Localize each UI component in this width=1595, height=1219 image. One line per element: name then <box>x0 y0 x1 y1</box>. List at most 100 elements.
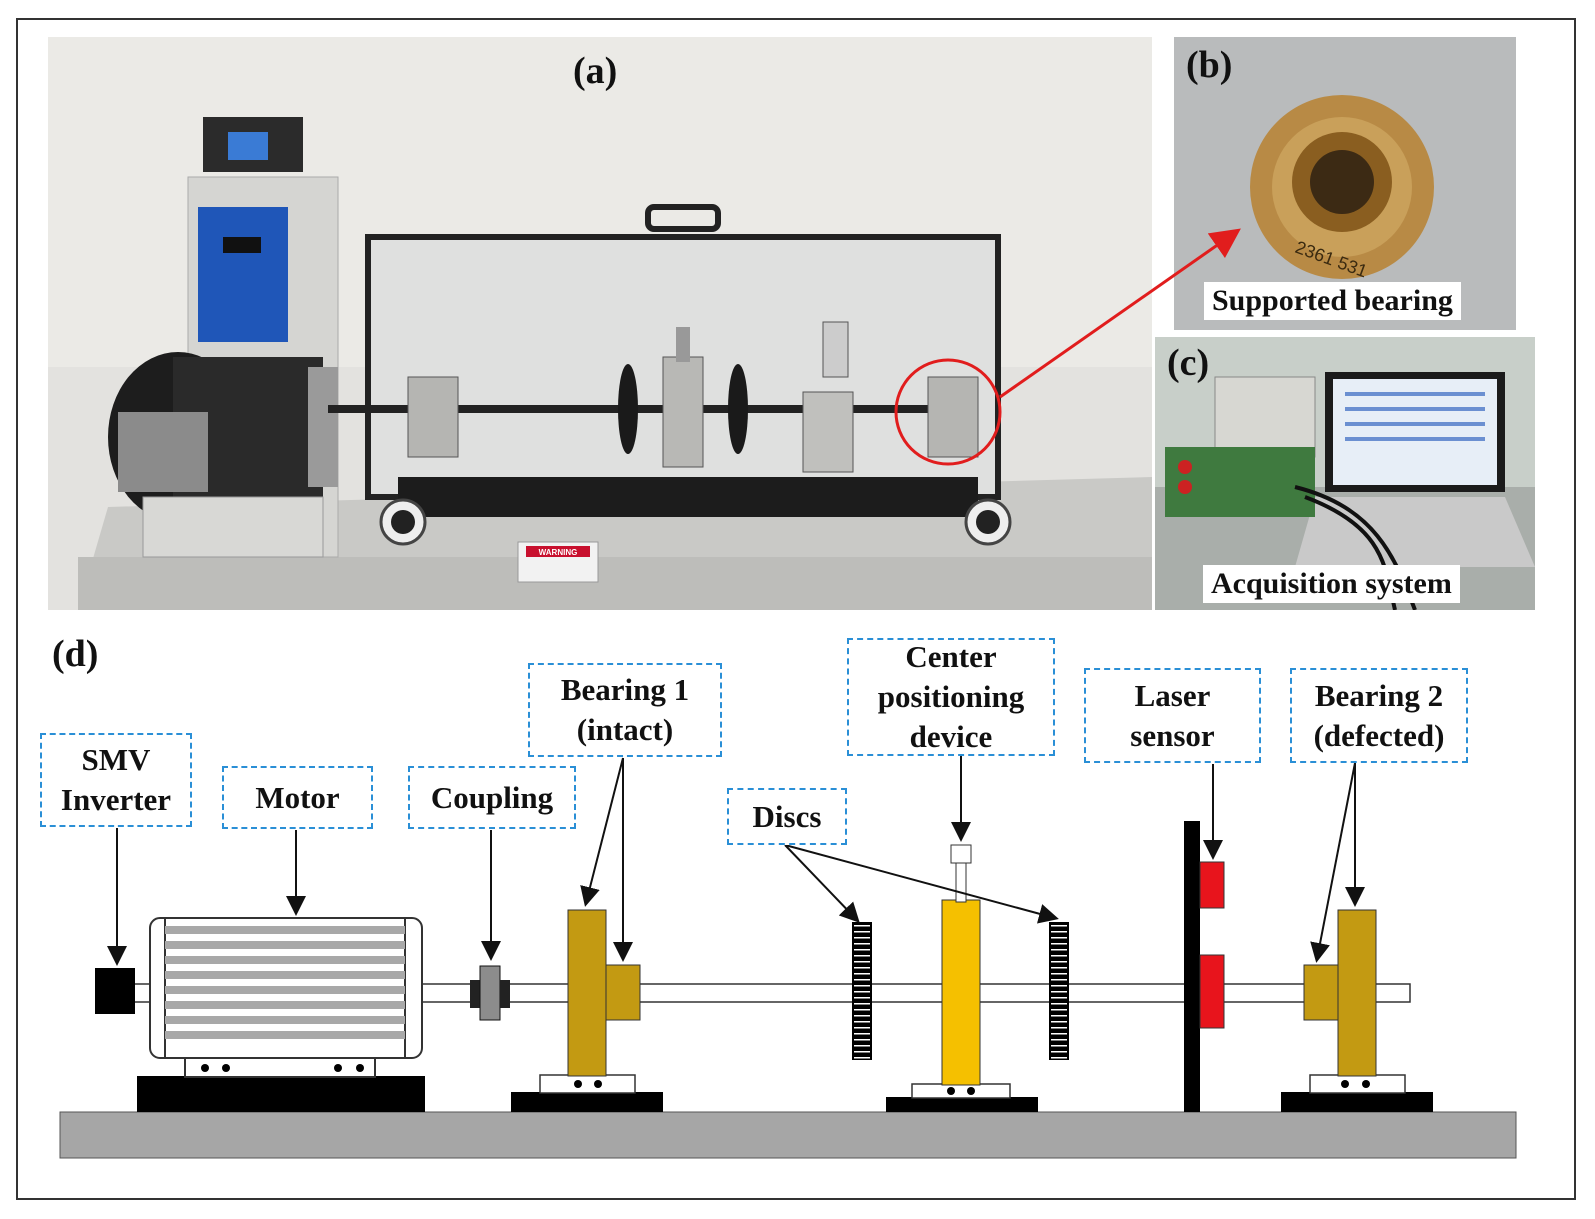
motor-fin <box>165 956 405 964</box>
disc-tooth <box>854 967 870 969</box>
disc-tooth <box>1051 955 1067 957</box>
label-smv-inverter: SMV Inverter <box>40 733 192 827</box>
disc-tooth <box>854 1057 870 1059</box>
disc-tooth <box>1051 925 1067 927</box>
disc-tooth <box>854 1021 870 1023</box>
disc-tooth <box>1051 931 1067 933</box>
panel-b-caption: Supported bearing <box>1204 282 1461 320</box>
ground-base <box>59 1111 1517 1159</box>
label-discs: Discs <box>727 788 847 845</box>
bearing1-housing <box>605 964 641 1021</box>
label-bearing2-line1: Bearing 2 <box>1314 677 1444 713</box>
disc-tooth <box>854 1015 870 1017</box>
motor-fin <box>165 941 405 949</box>
disc-tooth <box>854 955 870 957</box>
label-smv-line1: SMV <box>81 742 151 777</box>
label-bearing2-line2: (defected) <box>1313 717 1445 753</box>
label-discs-line1: Discs <box>752 798 822 834</box>
coupling <box>479 965 501 1021</box>
bearing2-foot <box>1281 1092 1433 1112</box>
motor-fin <box>165 1016 405 1024</box>
disc-tooth <box>854 1003 870 1005</box>
disc-tooth <box>1051 1021 1067 1023</box>
label-laser-sensor: Laser sensor <box>1084 668 1261 763</box>
disc-tooth <box>854 949 870 951</box>
label-bearing1-line2: (intact) <box>576 712 674 747</box>
disc-tooth <box>854 931 870 933</box>
label-smv-line2: Inverter <box>60 782 172 817</box>
panel-d-label: (d) <box>52 633 99 675</box>
motor-fin <box>165 986 405 994</box>
disc-tooth <box>854 985 870 987</box>
disc-tooth <box>1051 1003 1067 1005</box>
bearing1-pedestal <box>567 909 607 1077</box>
disc-tooth <box>854 973 870 975</box>
disc-left <box>852 922 872 1060</box>
disc-tooth <box>854 1039 870 1041</box>
disc-tooth <box>854 997 870 999</box>
motor-fin <box>165 1001 405 1009</box>
disc-tooth <box>1051 1027 1067 1029</box>
disc-tooth <box>854 1027 870 1029</box>
center-device-probe <box>950 844 972 864</box>
acquisition-illustration <box>1155 337 1535 610</box>
disc-tooth <box>1051 1051 1067 1053</box>
panel-b-label: (b) <box>1186 44 1233 86</box>
label-bearing1-line1: Bearing 1 <box>560 672 690 707</box>
label-motor: Motor <box>222 766 373 829</box>
disc-tooth <box>1051 937 1067 939</box>
motor-cooling-fins <box>165 926 405 1039</box>
label-center-line1: Center <box>905 639 997 674</box>
motor-fin <box>165 1031 405 1039</box>
disc-tooth <box>854 1009 870 1011</box>
center-device-foot <box>886 1097 1038 1112</box>
photo-supported-bearing: 2361 531 (b) Supported bearing <box>1174 37 1516 330</box>
label-pointer-arrows <box>107 756 1365 966</box>
disc-tooth <box>854 925 870 927</box>
label-laser-line2: sensor <box>1130 717 1215 753</box>
disc-tooth <box>1051 1057 1067 1059</box>
bearing-illustration: 2361 531 <box>1174 37 1516 330</box>
label-bearing2: Bearing 2 (defected) <box>1290 668 1468 763</box>
motor-fin <box>165 971 405 979</box>
disc-tooth <box>854 979 870 981</box>
label-coupling: Coupling <box>408 766 576 829</box>
disc-tooth <box>1051 1015 1067 1017</box>
disc-tooth <box>854 1051 870 1053</box>
disc-tooth <box>854 1033 870 1035</box>
panel-a-label: (a) <box>573 50 618 92</box>
label-motor-line1: Motor <box>255 779 340 815</box>
motor-mount <box>137 1076 425 1112</box>
warning-sign-text: WARNING <box>539 548 578 557</box>
photo-test-rig: WARNING (a) <box>48 37 1152 610</box>
bearing2-housing <box>1303 964 1339 1021</box>
disc-tooth <box>1051 1045 1067 1047</box>
test-rig-illustration: WARNING <box>48 37 1152 610</box>
disc-right <box>1049 922 1069 1060</box>
disc-tooth <box>1051 997 1067 999</box>
bearing2-pedestal <box>1337 909 1377 1077</box>
label-center-line3: device <box>909 719 993 754</box>
panel-c-caption: Acquisition system <box>1203 565 1460 603</box>
disc-tooth <box>1051 1033 1067 1035</box>
disc-tooth <box>1051 943 1067 945</box>
center-device-column <box>941 899 981 1086</box>
disc-tooth <box>1051 961 1067 963</box>
figure-frame <box>16 18 1576 1200</box>
disc-tooth <box>854 961 870 963</box>
disc-tooth <box>1051 1039 1067 1041</box>
smv-inverter-block <box>95 968 135 1014</box>
bearing-highlight-circle <box>894 358 1002 466</box>
label-center-line2: positioning <box>877 679 1025 714</box>
disc-tooth <box>1051 1009 1067 1011</box>
disc-tooth <box>1051 973 1067 975</box>
label-coupling-line1: Coupling <box>430 779 554 815</box>
disc-tooth <box>854 937 870 939</box>
disc-tooth <box>1051 949 1067 951</box>
label-laser-line1: Laser <box>1134 677 1211 713</box>
label-center-device: Center positioning device <box>847 638 1055 756</box>
disc-tooth <box>1051 979 1067 981</box>
laser-sensor-mount <box>1184 821 1200 1112</box>
disc-tooth <box>854 991 870 993</box>
